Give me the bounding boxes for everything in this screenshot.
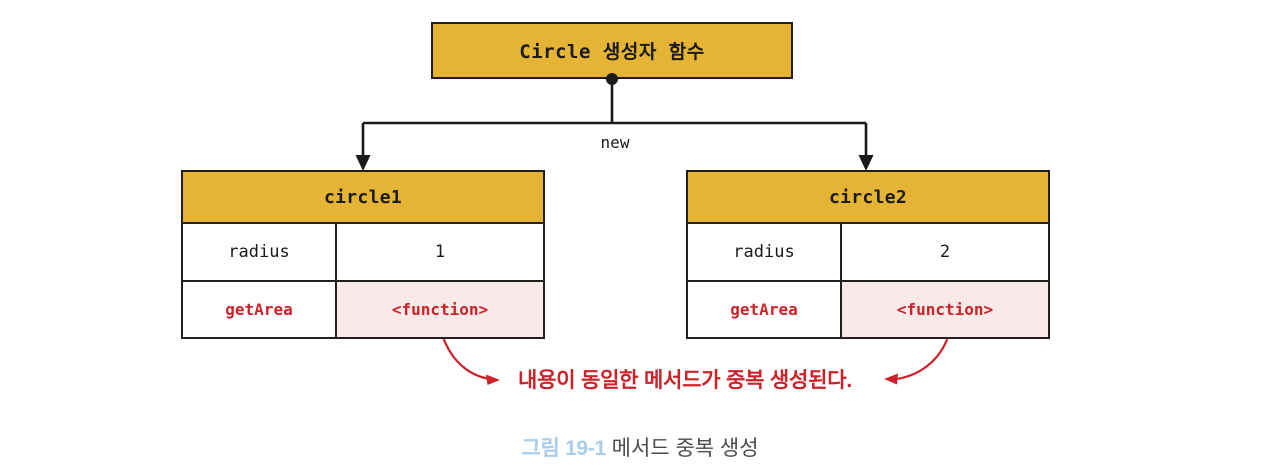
property-row: radius 2 xyxy=(688,224,1048,282)
property-row: radius 1 xyxy=(183,224,543,282)
property-value: <function> xyxy=(842,281,1048,337)
property-row: getArea <function> xyxy=(688,281,1048,337)
object-node-circle1: circle1 radius 1 getArea <function> xyxy=(181,170,545,339)
property-value: 2 xyxy=(939,241,951,262)
callout-annotation-text: 내용이 동일한 메서드가 중복 생성된다. xyxy=(517,369,853,392)
object-node-circle2: circle2 radius 2 getArea <function> xyxy=(686,170,1050,339)
edge-label-new: new xyxy=(600,133,630,152)
figure-caption: 그림 19-1 메서드 중복 생성 xyxy=(0,432,1280,462)
figure-number: 그림 19-1 xyxy=(521,437,606,460)
property-key: radius xyxy=(688,224,842,280)
property-key: getArea xyxy=(688,281,842,337)
callout-curve-right xyxy=(895,336,950,381)
property-key: getArea xyxy=(183,281,337,337)
object-name-label: circle2 xyxy=(829,186,907,208)
property-value: <function> xyxy=(337,281,543,337)
figure-caption-text: 메서드 중복 생성 xyxy=(605,437,759,460)
object-header: circle1 xyxy=(183,172,543,224)
property-value: 1 xyxy=(434,241,446,262)
property-row: getArea <function> xyxy=(183,281,543,337)
arrowhead-left xyxy=(355,155,371,171)
object-name-label: circle1 xyxy=(324,186,402,208)
arrowhead-right xyxy=(858,155,874,171)
callout-arrowhead-left xyxy=(486,374,500,385)
property-key: radius xyxy=(183,224,337,280)
constructor-function-node: Circle 생성자 함수 xyxy=(431,22,793,79)
callout-arrowhead-right xyxy=(884,373,898,385)
object-header: circle2 xyxy=(688,172,1048,224)
constructor-function-label: Circle 생성자 함수 xyxy=(519,41,705,63)
callout-curve-left xyxy=(441,336,491,381)
